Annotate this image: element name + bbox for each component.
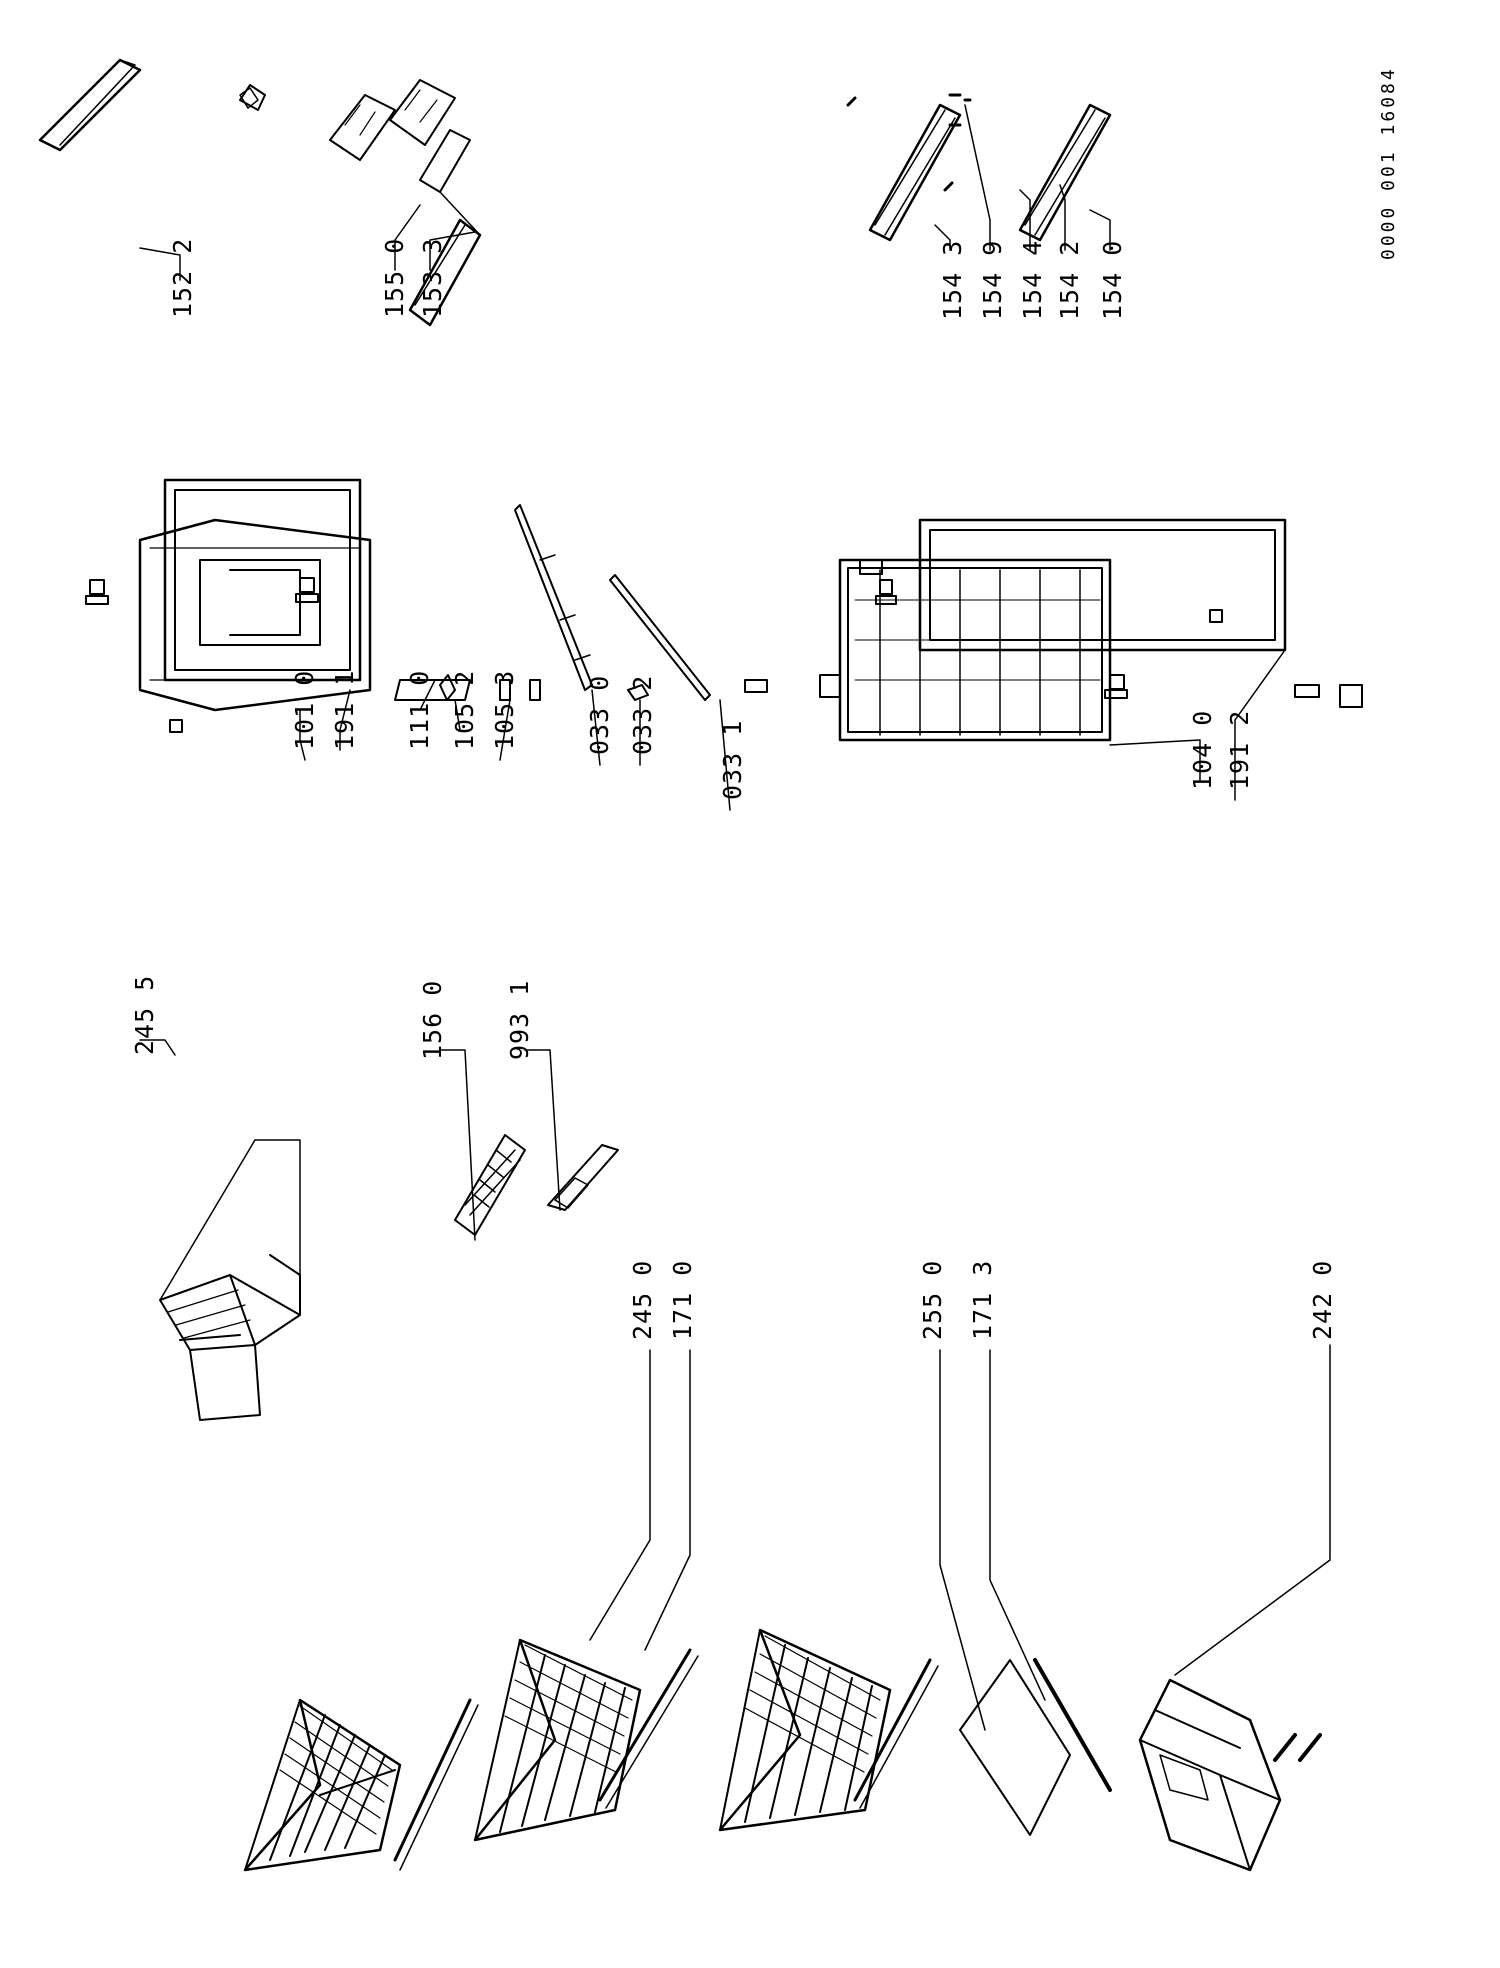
glass-shelf-drawing bbox=[959, 1658, 1112, 1836]
egg-tray-drawing bbox=[329, 79, 456, 161]
freezer-basket-drawing bbox=[159, 1139, 301, 1421]
part-label-111-0: 111 0 bbox=[405, 669, 434, 750]
crisper-drawer-drawing bbox=[1138, 1678, 1322, 1872]
part-label-154-3: 154 3 bbox=[938, 239, 967, 320]
door-shelf-152-drawing bbox=[38, 58, 266, 152]
part-label-156-0: 156 0 bbox=[418, 979, 447, 1060]
door-shelf-153-drawing bbox=[408, 129, 482, 327]
part-label-255-0: 255 0 bbox=[918, 1259, 947, 1340]
part-label-245-5: 245 5 bbox=[130, 974, 159, 1055]
part-label-155-0: 155 0 bbox=[380, 237, 409, 318]
door-shelf-154-upper-drawing bbox=[846, 96, 962, 242]
part-label-033-2: 033 2 bbox=[628, 674, 657, 755]
part-label-242-0: 242 0 bbox=[1308, 1259, 1337, 1340]
document-code: 0000 001 16084 bbox=[1378, 66, 1399, 260]
part-label-993-1: 993 1 bbox=[505, 979, 534, 1060]
part-label-152-2: 152 2 bbox=[168, 237, 197, 318]
leader-lines bbox=[139, 104, 1331, 1731]
part-label-105-3: 105 3 bbox=[490, 669, 519, 750]
part-label-033-1: 033 1 bbox=[718, 719, 747, 800]
part-label-245-0: 245 0 bbox=[628, 1259, 657, 1340]
part-label-104-0: 104 0 bbox=[1188, 709, 1217, 790]
wire-basket-lower-drawing bbox=[243, 1698, 479, 1872]
part-label-154-2: 154 2 bbox=[1055, 239, 1084, 320]
small-hinges-drawing bbox=[744, 559, 1363, 708]
part-label-105-2: 105 2 bbox=[450, 669, 479, 750]
part-label-033-0: 033 0 bbox=[585, 674, 614, 755]
hinge-plate-033-1-drawing bbox=[609, 574, 711, 701]
door-shelf-154-lower-drawing bbox=[948, 93, 1112, 242]
part-label-153-3: 153 3 bbox=[418, 237, 447, 318]
part-label-171-3: 171 3 bbox=[968, 1259, 997, 1340]
wire-basket-upper-drawing bbox=[718, 1628, 939, 1832]
freezer-door-drawing bbox=[85, 478, 372, 733]
part-label-191-1: 191 1 bbox=[330, 669, 359, 750]
part-label-101-0: 101 0 bbox=[290, 669, 319, 750]
part-label-154-9: 154 9 bbox=[978, 239, 1007, 320]
part-label-154-0: 154 0 bbox=[1098, 239, 1127, 320]
part-label-171-0: 171 0 bbox=[668, 1259, 697, 1340]
ice-tray-drawing bbox=[454, 1134, 526, 1236]
wire-basket-middle-drawing bbox=[473, 1638, 699, 1842]
fridge-door-drawing bbox=[838, 518, 1287, 742]
part-label-154-4: 154 4 bbox=[1018, 239, 1047, 320]
hinge-strip-033-drawing bbox=[514, 504, 649, 701]
part-label-191-2: 191 2 bbox=[1225, 709, 1254, 790]
